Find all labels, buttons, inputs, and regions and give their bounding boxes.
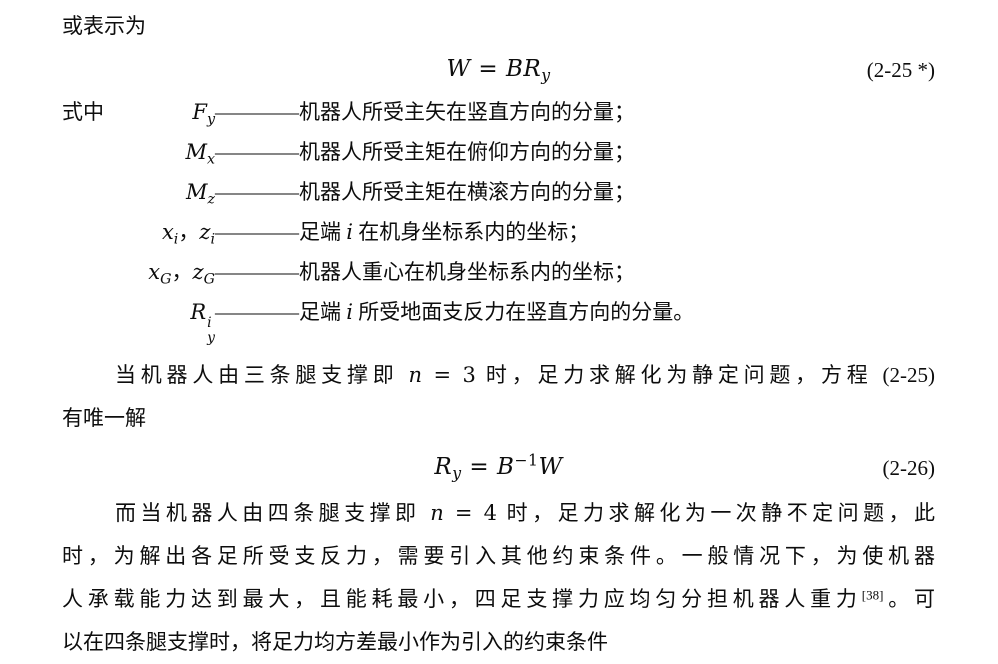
paragraph-line: 人承载能力达到最大，且能耗最小，四足支撑力应均匀分担机器人重力[38]。可 [62,587,936,612]
definition-desc: ————机器人重心在机身坐标系内的坐标； [215,260,635,284]
definition-symbol: xi，zi [161,220,215,248]
definition-row: xG，zG————机器人重心在机身坐标系内的坐标； [62,252,935,292]
paragraph-line: 当机器人由三条腿支撑即 n = 3 时，足力求解化为静定问题，方程 (2-25) [115,363,936,388]
definition-row: Mz————机器人所受主矩在横滚方向的分量； [62,172,935,212]
paragraph-line: 时，为解出各足所受支反力，需要引入其他约束条件。一般情况下，为使机器 [62,544,935,569]
definition-symbol: Fy [192,100,215,128]
equation-row-2-25: W = BRy (2-25 *) [62,52,935,86]
where-label: 式中 [62,100,104,124]
equation-2-26: Ry = B−1W [434,450,563,483]
definition-desc: ————机器人所受主矩在横滚方向的分量； [215,180,635,204]
page-content: 或表示为 W = BRy (2-25 *) 式中 Fy————机器人所受主矢在竖… [62,10,935,664]
definition-desc: ————足端 i 所受地面支反力在竖直方向的分量。 [215,300,695,324]
definition-row: Fy————机器人所受主矢在竖直方向的分量； [62,92,935,132]
equation-row-2-26: Ry = B−1W (2-26) [62,450,935,484]
definition-list: Fy————机器人所受主矢在竖直方向的分量；Mx————机器人所受主矩在俯仰方向… [62,92,935,346]
definition-symbol: Mz [185,180,215,208]
symbol-definitions: 式中 Fy————机器人所受主矢在竖直方向的分量；Mx————机器人所受主矩在俯… [62,92,935,346]
equation-label-2-25: (2-25 *) [866,58,935,82]
definition-row: xi，zi————足端 i 在机身坐标系内的坐标； [62,212,935,252]
equation-label-2-26: (2-26) [882,456,935,481]
definition-desc: ————机器人所受主矩在俯仰方向的分量； [215,140,635,164]
paragraph-three-legs: 当机器人由三条腿支撑即 n = 3 时，足力求解化为静定问题，方程 (2-25)… [62,354,935,440]
definition-symbol: Mx [185,140,215,168]
equation-2-25: W = BRy [446,56,551,85]
definition-symbol: xG，zG [148,260,215,288]
definition-desc: ————机器人所受主矢在竖直方向的分量； [215,100,635,124]
paragraph-line: 以在四条腿支撑时，将足力均方差最小作为引入的约束条件 [62,630,608,655]
definition-desc: ————足端 i 在机身坐标系内的坐标； [215,220,590,244]
paragraph-line: 而当机器人由四条腿支撑即 n = 4 时，足力求解化为一次静不定问题，此 [115,501,936,526]
intro-text: 或表示为 [62,14,146,38]
paragraph-four-legs: 而当机器人由四条腿支撑即 n = 4 时，足力求解化为一次静不定问题，此 时，为… [62,492,935,664]
definition-row: Mx————机器人所受主矩在俯仰方向的分量； [62,132,935,172]
paragraph-line: 有唯一解 [62,406,146,431]
